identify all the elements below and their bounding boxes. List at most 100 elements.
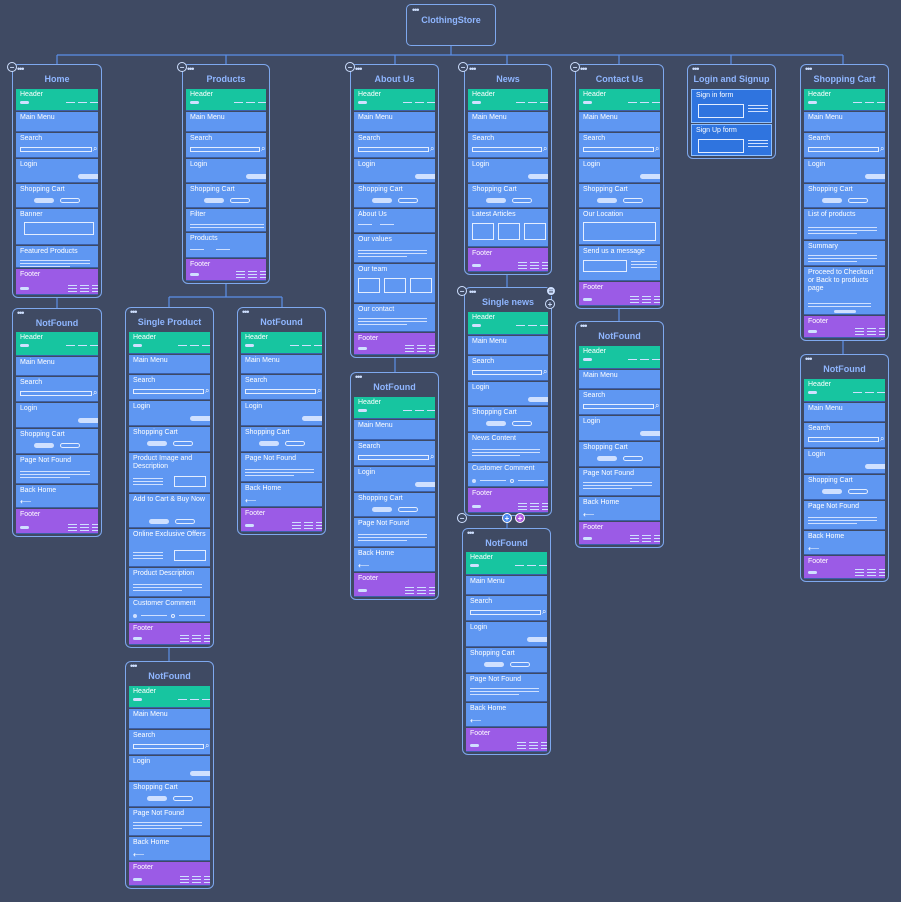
- section-login[interactable]: Login: [129, 756, 210, 781]
- section-text[interactable]: Page Not Found: [129, 808, 210, 836]
- section-map[interactable]: Our Location: [579, 209, 660, 245]
- section-footer[interactable]: Footer: [241, 508, 322, 532]
- dots-menu-icon[interactable]: •••: [467, 528, 475, 538]
- section-text[interactable]: Page Not Found: [241, 453, 322, 482]
- section-header[interactable]: Header: [579, 89, 660, 111]
- section-header[interactable]: Header: [466, 552, 547, 575]
- section-team[interactable]: Our team: [354, 264, 435, 303]
- minus-circle-icon[interactable]: −: [345, 62, 355, 72]
- section-menu[interactable]: Main Menu: [804, 403, 885, 422]
- section-search[interactable]: Search⌕: [804, 423, 885, 448]
- section-text[interactable]: News Content: [468, 433, 548, 462]
- section-header[interactable]: Header: [804, 379, 885, 402]
- section-menu[interactable]: Main Menu: [16, 112, 98, 132]
- section-login[interactable]: Login: [354, 467, 435, 492]
- section-search[interactable]: Search⌕: [186, 133, 266, 158]
- section-cart[interactable]: Shopping Cart: [186, 184, 266, 208]
- dots-menu-icon[interactable]: •••: [355, 372, 363, 382]
- section-cart[interactable]: Shopping Cart: [129, 782, 210, 807]
- section-footer[interactable]: Footer: [129, 862, 210, 886]
- section-authform[interactable]: Sign Up form: [691, 124, 772, 156]
- section-header[interactable]: Header: [129, 332, 210, 354]
- section-search[interactable]: Search⌕: [241, 375, 322, 400]
- section-filter[interactable]: Filter: [186, 209, 266, 232]
- section-search[interactable]: Search⌕: [804, 133, 885, 158]
- section-search[interactable]: Search⌕: [16, 133, 98, 158]
- section-search[interactable]: Search⌕: [354, 441, 435, 466]
- section-checkout[interactable]: Proceed to Checkout or Back to products …: [804, 267, 885, 315]
- section-search[interactable]: Search⌕: [466, 596, 547, 621]
- section-footer[interactable]: Footer: [579, 282, 660, 306]
- section-footer[interactable]: Footer: [129, 623, 210, 645]
- dots-menu-icon[interactable]: •••: [580, 321, 588, 331]
- minus-circle-icon[interactable]: −: [7, 62, 17, 72]
- section-footer[interactable]: Footer: [16, 509, 98, 534]
- dots-menu-icon[interactable]: •••: [469, 287, 477, 297]
- section-slider[interactable]: About Us: [354, 209, 435, 233]
- section-comment[interactable]: Customer Comment: [129, 598, 210, 622]
- section-back[interactable]: Back Home⟵: [804, 531, 885, 555]
- section-cart[interactable]: Shopping Cart: [468, 184, 548, 208]
- minus-circle-icon[interactable]: −: [457, 286, 467, 296]
- section-text[interactable]: Our contact: [354, 304, 435, 332]
- section-back[interactable]: Back Home⟵: [579, 497, 660, 521]
- dots-menu-icon[interactable]: •••: [187, 64, 195, 74]
- section-imgdesc[interactable]: Online Exclusive Offers: [129, 529, 210, 567]
- minus-circle-icon[interactable]: −: [457, 513, 467, 523]
- minus-circle-icon[interactable]: −: [177, 62, 187, 72]
- section-text[interactable]: Page Not Found: [579, 468, 660, 496]
- dots-menu-icon[interactable]: •••: [355, 64, 363, 74]
- section-header[interactable]: Header: [354, 397, 435, 419]
- section-back[interactable]: Back Home⟵: [354, 548, 435, 572]
- section-text[interactable]: Page Not Found: [804, 501, 885, 530]
- section-menu[interactable]: Main Menu: [468, 112, 548, 132]
- section-text[interactable]: Page Not Found: [354, 518, 435, 547]
- section-back[interactable]: Back Home⟵: [16, 485, 98, 508]
- section-menu[interactable]: Main Menu: [579, 112, 660, 132]
- section-text[interactable]: Product Description: [129, 568, 210, 597]
- section-cart[interactable]: Shopping Cart: [354, 184, 435, 208]
- section-search[interactable]: Search⌕: [468, 133, 548, 158]
- section-menu[interactable]: Main Menu: [354, 420, 435, 440]
- section-banner[interactable]: Banner: [16, 209, 98, 245]
- section-footer[interactable]: Footer: [466, 728, 547, 752]
- section-text[interactable]: Page Not Found: [466, 674, 547, 702]
- section-footer[interactable]: Footer: [354, 573, 435, 597]
- section-login[interactable]: Login: [186, 159, 266, 183]
- section-footer[interactable]: Footer: [579, 522, 660, 545]
- section-login[interactable]: Login: [16, 403, 98, 428]
- section-menu[interactable]: Main Menu: [129, 355, 210, 374]
- plus-circle-icon[interactable]: +: [502, 513, 512, 523]
- section-menu[interactable]: Main Menu: [354, 112, 435, 132]
- section-header[interactable]: Header: [468, 89, 548, 111]
- section-products[interactable]: Products: [186, 233, 266, 258]
- section-login[interactable]: Login: [354, 159, 435, 183]
- section-authform[interactable]: Sign in form: [691, 89, 772, 123]
- section-search[interactable]: Search⌕: [129, 375, 210, 400]
- dots-menu-icon[interactable]: •••: [805, 64, 813, 74]
- dots-menu-icon[interactable]: •••: [130, 661, 138, 671]
- section-login[interactable]: Login: [579, 416, 660, 441]
- section-menu[interactable]: Main Menu: [129, 709, 210, 729]
- section-articles[interactable]: Latest Articles: [468, 209, 548, 247]
- dots-menu-icon[interactable]: •••: [17, 64, 25, 74]
- dots-menu-icon[interactable]: •••: [130, 307, 138, 317]
- section-footer[interactable]: Footer: [804, 556, 885, 579]
- section-menu[interactable]: Main Menu: [16, 357, 98, 376]
- section-cart[interactable]: Shopping Cart: [129, 427, 210, 452]
- section-cart[interactable]: Shopping Cart: [16, 184, 98, 208]
- section-login[interactable]: Login: [804, 159, 885, 183]
- section-search[interactable]: Search⌕: [468, 356, 548, 381]
- section-cart[interactable]: Shopping Cart: [468, 407, 548, 432]
- section-login[interactable]: Login: [579, 159, 660, 183]
- section-header[interactable]: Header: [241, 332, 322, 354]
- dots-menu-icon[interactable]: •••: [17, 308, 25, 318]
- section-cart[interactable]: Shopping Cart: [466, 648, 547, 673]
